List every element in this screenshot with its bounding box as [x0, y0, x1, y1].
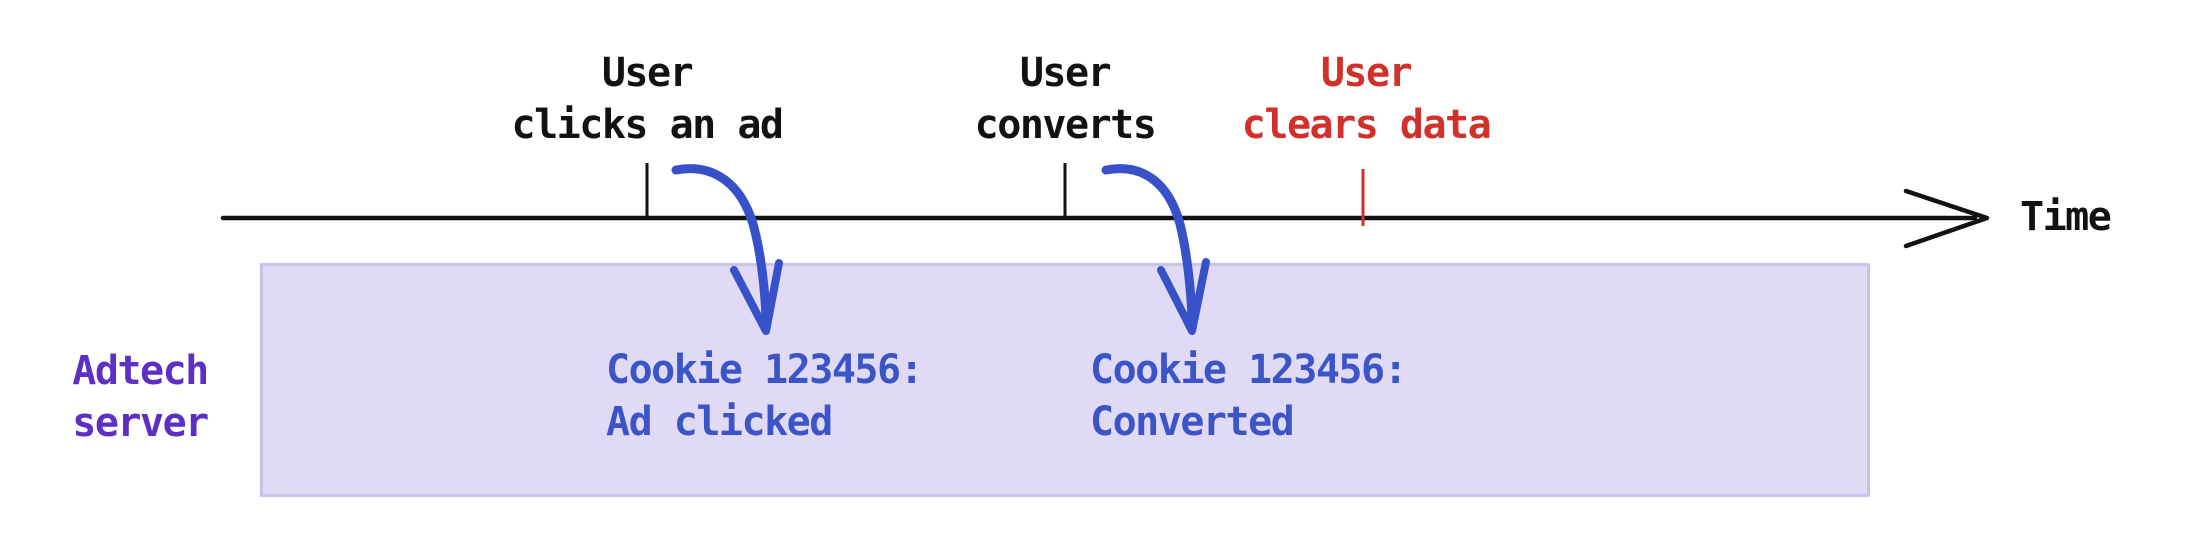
cookie-record-converted: Cookie 123456: Converted	[1090, 347, 1408, 445]
cookie-record-ad-clicked: Cookie 123456: Ad clicked	[606, 347, 924, 445]
time-axis-label: Time	[2020, 194, 2112, 240]
axis-arrowhead-icon	[1903, 188, 1990, 249]
adtech-server-label: Adtech server	[72, 348, 209, 446]
adtech-server-box	[260, 263, 1870, 497]
event-label-conversion: User converts	[974, 50, 1157, 148]
event-label-data-clear: User clears data	[1241, 50, 1492, 148]
event-label-ad-click: User clicks an ad	[511, 50, 784, 148]
